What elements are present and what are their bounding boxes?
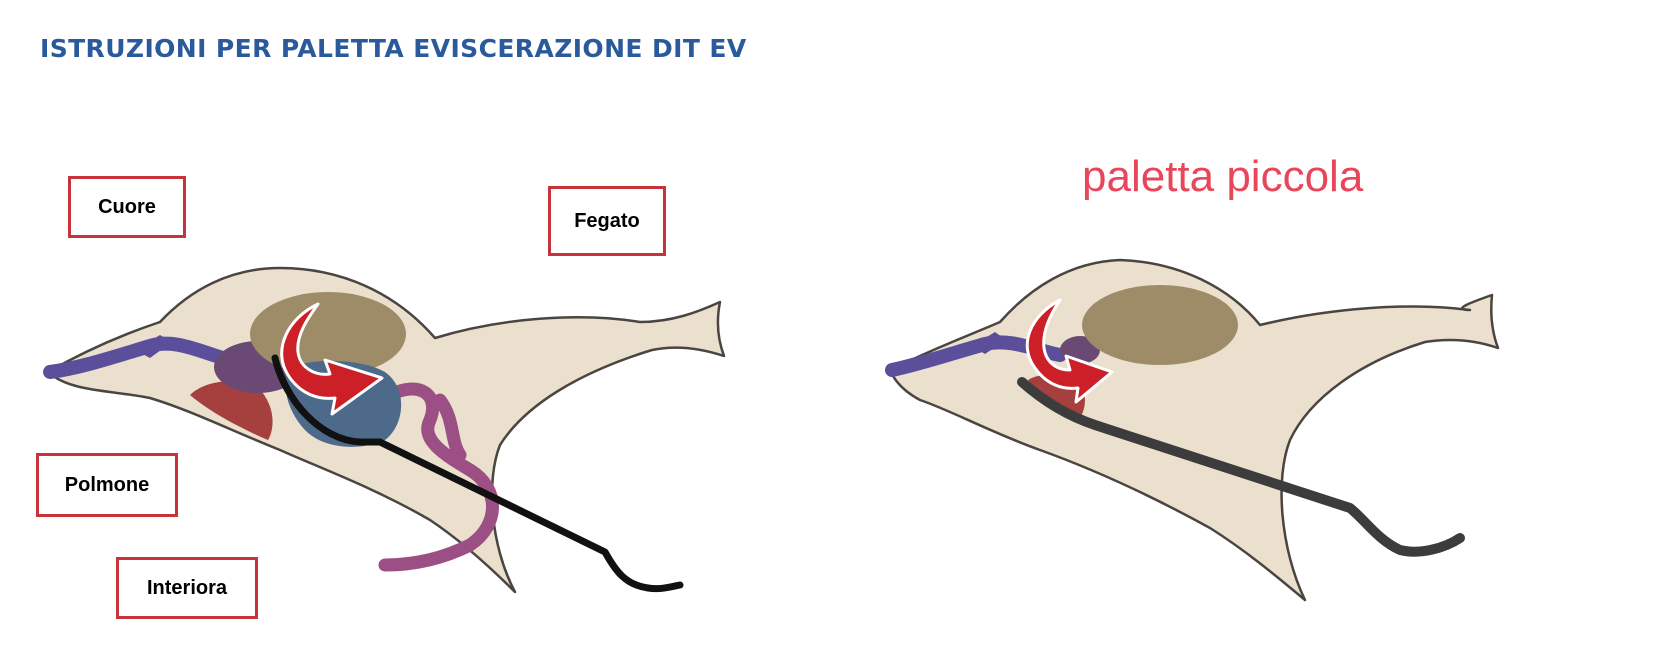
label-lung: Polmone bbox=[36, 453, 178, 517]
left-lung bbox=[190, 381, 273, 440]
curved-arrow-icon bbox=[280, 302, 384, 416]
curved-arrow-icon bbox=[1025, 298, 1114, 404]
right-diagram bbox=[885, 258, 1500, 602]
label-entrails: Interiora bbox=[116, 557, 258, 619]
left-entrails bbox=[378, 382, 499, 572]
label-heart: Cuore bbox=[68, 176, 186, 238]
left-paddle-tool bbox=[271, 354, 684, 593]
right-paddle-tool bbox=[1017, 377, 1465, 557]
label-liver: Fegato bbox=[548, 186, 666, 256]
left-diagram bbox=[43, 266, 726, 594]
small-paddle-caption: paletta piccola bbox=[1082, 152, 1364, 201]
right-liver bbox=[1082, 285, 1238, 365]
page-title: ISTRUZIONI PER PALETTA EVISCERAZIONE DIT… bbox=[40, 34, 747, 63]
